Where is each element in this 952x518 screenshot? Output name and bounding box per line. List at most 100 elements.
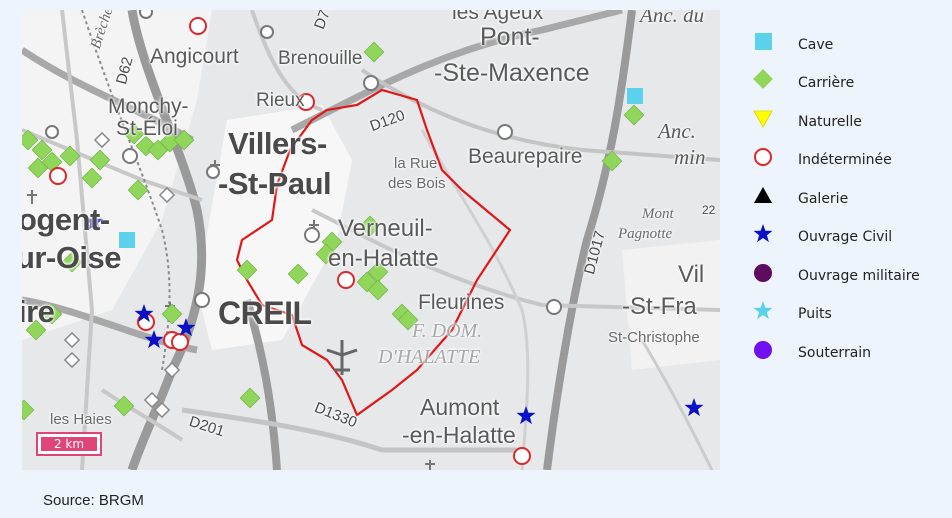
road — [22, 128, 203, 202]
place-label: F. DOM. — [412, 320, 483, 342]
major-road — [290, 10, 623, 134]
town-marker — [260, 25, 274, 39]
junction-marker — [153, 401, 171, 419]
place-label: des Bois — [388, 175, 446, 192]
place-label: en-Halatte — [328, 245, 439, 272]
diamond-icon — [753, 69, 773, 89]
road — [311, 208, 720, 312]
legend-label: Indéterminée — [798, 152, 892, 168]
junction-marker — [63, 351, 81, 369]
town-marker — [546, 299, 562, 315]
place-label: -St-Fra — [622, 293, 697, 320]
legend-label: Carrière — [798, 75, 855, 91]
place-label: Anc. — [658, 119, 696, 143]
place-label: CREIL — [218, 295, 312, 331]
legend-label: Puits — [798, 306, 832, 322]
place-label: la Rue — [394, 155, 438, 172]
place-label: Aumont — [420, 394, 500, 420]
town-marker — [194, 292, 210, 308]
place-label: Fleurines — [418, 291, 505, 314]
place-label: min — [674, 145, 706, 169]
town-marker — [45, 125, 59, 139]
circle-icon — [754, 264, 772, 282]
place-label: Verneuil- — [338, 215, 433, 242]
scale-bar: 2 km — [36, 432, 102, 456]
place-label: ur-Oise — [22, 240, 122, 275]
triangle-down-icon — [753, 110, 773, 128]
place-label: -St-Paul — [218, 166, 332, 201]
place-label: les Ageux — [452, 10, 544, 24]
place-label: Pont- — [480, 23, 540, 51]
town-marker — [122, 148, 138, 164]
legend-item-cave[interactable]: Cave — [752, 30, 952, 60]
church-icon — [425, 460, 435, 470]
legend-label: Galerie — [798, 191, 849, 207]
town-marker — [497, 124, 513, 140]
town-marker — [304, 227, 320, 243]
legend-item-ouvrage-civil[interactable]: Ouvrage Civil — [752, 222, 952, 252]
junction-marker — [93, 131, 111, 149]
legend-item-carriere[interactable]: Carrière — [752, 68, 952, 98]
place-label: D'HALATTE — [378, 346, 481, 368]
circle-icon — [754, 341, 772, 359]
road — [60, 10, 95, 470]
place-label: Anc. du — [640, 10, 705, 27]
place-label: Pagnotte — [618, 226, 673, 242]
road — [640, 339, 714, 470]
place-label: Beaurepaire — [468, 145, 583, 168]
star-icon — [753, 301, 773, 320]
legend-label: Ouvrage Civil — [798, 229, 893, 245]
road-label: 22 — [702, 203, 716, 217]
legend-item-souterrain[interactable]: Souterrain — [752, 338, 952, 368]
major-road — [543, 10, 636, 470]
square-icon — [755, 33, 772, 50]
place-label: St-Éloi — [116, 117, 178, 140]
railway — [81, 10, 171, 371]
place-label: ire — [22, 294, 55, 329]
legend-label: Naturelle — [798, 114, 862, 130]
scale-bar-label: 2 km — [41, 437, 97, 451]
quarry-markers — [22, 41, 645, 421]
town-marker — [206, 165, 220, 179]
map[interactable]: les Ageux Anc. du Pont- -Ste-Maxence Ang… — [22, 10, 720, 470]
place-label: Angicourt — [150, 45, 239, 68]
star-icon — [753, 224, 773, 243]
legend-item-indeterminee[interactable]: Indéterminée — [752, 145, 952, 175]
cave-marker — [627, 88, 643, 104]
urban-area — [197, 105, 352, 350]
place-label: ogent- — [22, 202, 110, 237]
legend-item-galerie[interactable]: Galerie — [752, 184, 952, 214]
junction-marker — [158, 186, 176, 204]
junction-marker — [143, 391, 161, 409]
civil-works-markers — [84, 212, 704, 425]
map-basemap — [22, 10, 720, 470]
place-label: Monchy- — [108, 95, 189, 118]
legend-label: Cave — [798, 37, 834, 53]
place-label: Brenouille — [278, 48, 363, 69]
ring-icon — [754, 148, 772, 166]
place-label: -en-Halatte — [402, 422, 516, 448]
place-label: Rieux — [256, 90, 305, 111]
legend-item-ouvrage-militaire[interactable]: Ouvrage militaire — [752, 261, 952, 291]
source-caption: Source: BRGM — [43, 492, 144, 509]
legend-item-naturelle[interactable]: Naturelle — [752, 107, 952, 137]
town-marker — [363, 75, 379, 91]
triangle-up-icon — [754, 187, 772, 203]
legend-label: Ouvrage militaire — [798, 268, 920, 284]
road — [360, 68, 720, 162]
church-icon — [27, 190, 37, 204]
place-label: Villers- — [228, 126, 327, 161]
undetermined-markers — [49, 17, 531, 465]
junction-marker — [163, 361, 181, 379]
legend-label: Souterrain — [798, 345, 872, 361]
legend-item-puits[interactable]: Puits — [752, 299, 952, 329]
road — [100, 388, 184, 442]
place-label: -Ste-Maxence — [434, 59, 590, 87]
urban-area — [622, 240, 720, 370]
cave-marker — [119, 232, 135, 248]
major-road — [243, 298, 281, 470]
airport-icon — [326, 340, 358, 375]
major-road — [127, 10, 207, 470]
place-label: les Haies — [50, 411, 112, 428]
road — [181, 407, 522, 453]
